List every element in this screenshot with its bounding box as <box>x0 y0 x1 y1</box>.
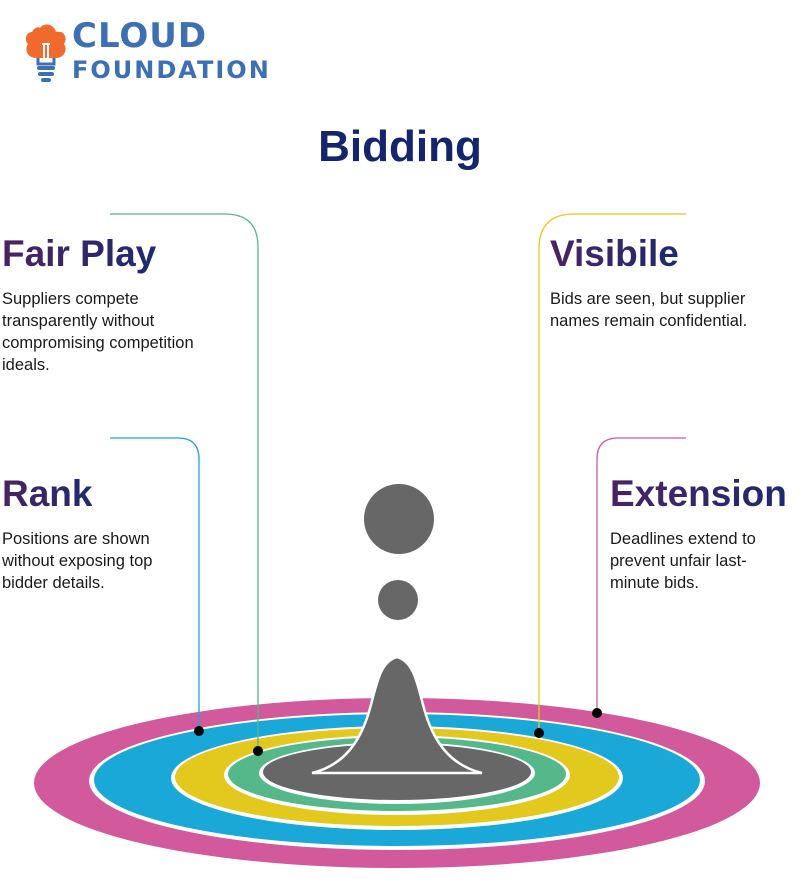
desc-rank: Positions are shown without exposing top… <box>2 530 153 592</box>
page-title: Bidding <box>318 122 482 171</box>
heading-fair-play: Fair Play <box>2 233 157 274</box>
heading-visibile: Visibile <box>550 233 679 274</box>
connector-fairplay <box>110 213 259 751</box>
connector-dot-extension <box>592 708 602 718</box>
splash-column <box>311 655 483 775</box>
heading-rank: Rank <box>2 473 93 514</box>
lightbulb-cloud-icon <box>25 24 66 82</box>
desc-visibile: Bids are seen, but supplier names remain… <box>550 290 748 330</box>
brand-logo: CLOUD FOUNDATION <box>22 12 292 88</box>
desc-extension: Deadlines extend to prevent unfair last-… <box>610 530 756 592</box>
connector-dot-rank <box>194 726 204 736</box>
connector-dot-fairplay <box>253 746 263 756</box>
logo-wordmark-line2: FOUNDATION <box>72 56 271 84</box>
connector-dot-visible <box>534 728 544 738</box>
logo-wordmark-line1: CLOUD <box>72 16 208 56</box>
connector-visible <box>538 213 686 733</box>
drop-small <box>378 580 418 620</box>
connector-extension <box>596 437 686 713</box>
desc-fair-play: Suppliers compete transparently without … <box>2 290 194 374</box>
drop-large <box>364 484 434 554</box>
connector-rank <box>110 437 200 731</box>
heading-extension: Extension <box>610 473 787 514</box>
